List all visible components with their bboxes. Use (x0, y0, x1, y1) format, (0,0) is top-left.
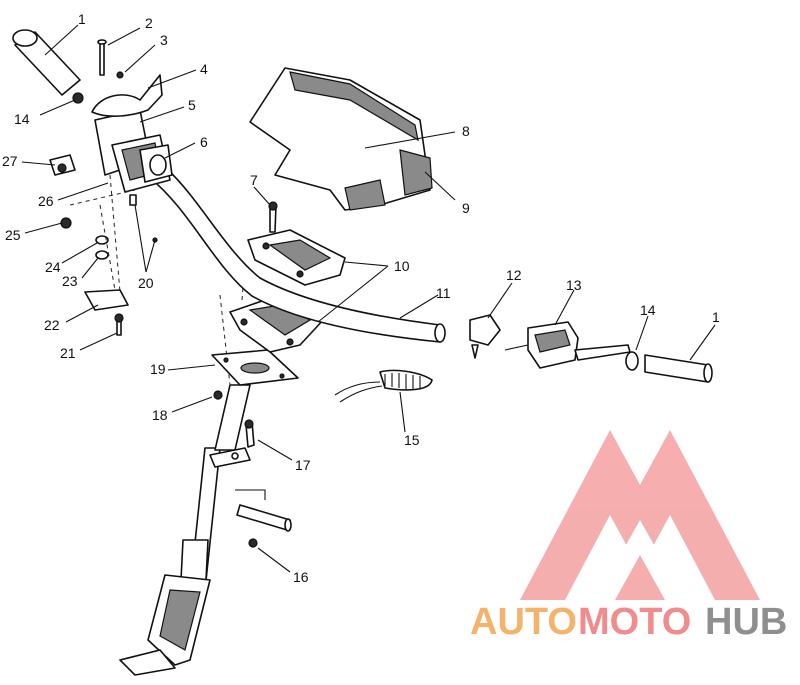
callout-11: 11 (436, 285, 451, 301)
callout-13: 13 (566, 277, 582, 293)
callout-20: 20 (138, 275, 154, 291)
callout-5: 5 (188, 97, 196, 113)
callout-labels: 1 2 3 4 14 5 6 27 26 25 24 23 20 22 21 7… (2, 11, 720, 585)
callout-23: 23 (62, 273, 78, 289)
callout-3: 3 (160, 32, 168, 48)
left-control-housing (94, 109, 173, 193)
heater-coil-15 (334, 369, 433, 403)
brake-switch-12 (469, 314, 501, 359)
leader-lines (21, 24, 716, 573)
callout-18: 18 (152, 407, 168, 423)
post-pin (235, 489, 292, 548)
upper-bracket (247, 229, 346, 286)
callout-14-left: 14 (14, 111, 30, 127)
left-grip (12, 29, 81, 96)
handlebar-cover (249, 67, 433, 211)
callout-9: 9 (462, 200, 470, 216)
callout-1-right-grip: 1 (712, 309, 720, 325)
callout-21: 21 (60, 345, 76, 361)
bolt-7 (268, 201, 278, 233)
callout-26: 26 (38, 193, 54, 209)
callout-22: 22 (44, 317, 60, 333)
steering-post (119, 294, 251, 676)
watermark-word-auto: AUTO (470, 601, 577, 643)
throttle-lever (91, 71, 163, 118)
mount-plate (211, 349, 299, 400)
watermark-word-hub: HUB (705, 601, 787, 643)
callout-19: 19 (150, 361, 166, 377)
callout-7: 7 (250, 172, 258, 188)
small-parts-left (49, 92, 158, 336)
right-grip (625, 351, 713, 383)
watermark-text: AUTO MOTO HUB (470, 601, 787, 643)
handlebar (149, 169, 446, 343)
callout-25: 25 (5, 227, 21, 243)
callout-12: 12 (506, 267, 522, 283)
watermark-logo (520, 430, 760, 600)
callout-24: 24 (45, 259, 61, 275)
callout-10: 10 (394, 258, 410, 274)
callout-27: 27 (2, 153, 18, 169)
pin-2 (97, 39, 107, 76)
callout-16: 16 (293, 569, 309, 585)
callout-2: 2 (145, 15, 153, 31)
callout-14-right: 14 (640, 302, 656, 318)
callout-8: 8 (462, 123, 470, 139)
watermark-triangle-mark (520, 430, 760, 600)
callout-1-left-grip: 1 (78, 11, 86, 27)
post-clamp (209, 419, 255, 468)
callout-6: 6 (200, 134, 208, 150)
callout-15: 15 (404, 432, 420, 448)
brake-lever-assembly (504, 321, 631, 369)
watermark-word-moto: MOTO (578, 601, 691, 643)
callout-17: 17 (295, 457, 311, 473)
callout-4: 4 (200, 61, 208, 77)
